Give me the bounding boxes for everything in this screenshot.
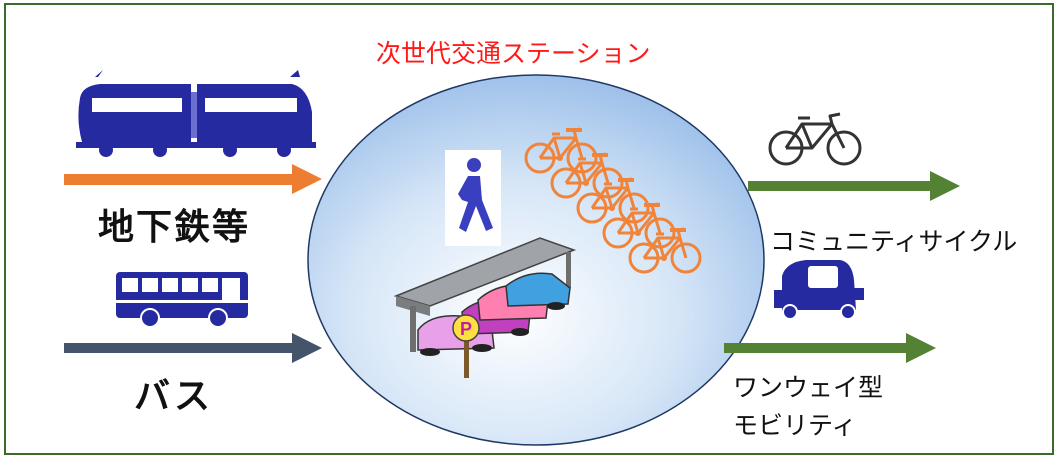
bus-label: バス <box>134 376 215 417</box>
community-cycle-label: コミュニティサイクル <box>770 227 1018 256</box>
subway-arrow <box>64 164 322 194</box>
oneway-mobility-label-line2: モビリティ <box>733 411 857 440</box>
small-ev-icon <box>774 260 864 320</box>
parking-sign-icon: P <box>452 314 480 378</box>
tram-icon <box>76 70 316 157</box>
diagram-border <box>4 3 1054 455</box>
subway-label: 地下鉄等 <box>98 207 251 248</box>
bicycle-rack-icon <box>524 127 702 274</box>
diagram-title: 次世代交通ステーション <box>376 39 651 68</box>
cycle-arrow <box>748 171 960 201</box>
pedestrian-icon <box>445 150 501 246</box>
bus-arrow <box>64 333 322 363</box>
bus-icon <box>116 272 248 328</box>
oneway-mobility-label-line1: ワンウェイ型 <box>733 373 884 402</box>
oneway-arrow <box>724 333 936 363</box>
parking-sign-letter: P <box>460 319 472 339</box>
bicycle-icon <box>768 112 862 166</box>
